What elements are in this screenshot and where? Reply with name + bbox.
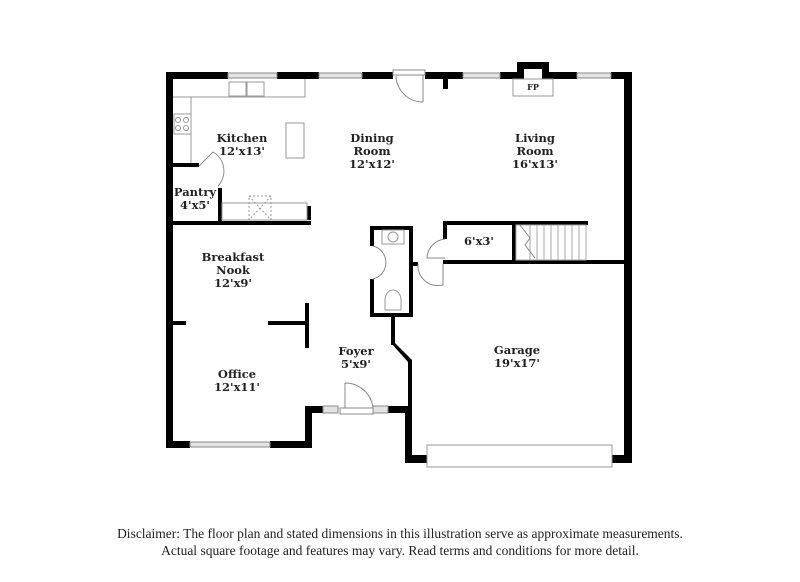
disclaimer-line-1: Disclaimer: The floor plan and stated di… (117, 526, 683, 541)
staircase (515, 224, 587, 261)
room-label-office: Office 12'x11' (214, 368, 260, 394)
fireplace (512, 78, 554, 97)
disclaimer: Disclaimer: The floor plan and stated di… (0, 525, 800, 559)
room-label-pantry: Pantry 4'x5' (174, 186, 216, 212)
room-label-breakfast-nook: Breakfast Nook 12'x9' (202, 251, 265, 290)
room-name: Kitchen (216, 131, 268, 145)
room-name: Pantry (173, 185, 217, 199)
exterior-walls (166, 62, 632, 463)
room-label-foyer: Foyer 5'x9' (338, 345, 373, 371)
room-dimensions: 12'x12' (349, 157, 395, 171)
room-name-line-1: Living (515, 131, 555, 145)
room-dimensions: 12'x9' (214, 276, 252, 290)
room-label-living-room: Living Room 16'x13' (512, 132, 558, 171)
interior-walls (173, 163, 625, 410)
room-dimensions: 5'x9' (341, 357, 371, 371)
doors (198, 69, 446, 415)
room-name: Garage (493, 343, 541, 357)
room-dimensions: 12'x11' (214, 380, 260, 394)
windows (189, 72, 612, 448)
room-label-kitchen: Kitchen 12'x13' (217, 132, 268, 158)
room-dimensions: 4'x5' (180, 198, 210, 212)
room-dimensions: 16'x13' (512, 157, 558, 171)
kitchen-fixtures (173, 79, 308, 221)
room-label-garage: Garage 19'x17' (494, 344, 540, 370)
room-label-dining-room: Dining Room 12'x12' (349, 132, 395, 171)
room-name-line-1: Dining (350, 131, 394, 145)
disclaimer-line-2: Actual square footage and features may v… (161, 543, 639, 558)
room-dimensions: 6'x3' (464, 234, 494, 248)
room-name-line-1: Breakfast (201, 250, 265, 264)
room-name-line-2: Nook (216, 263, 250, 277)
room-name-line-2: Room (353, 144, 391, 158)
room-name-line-2: Room (516, 144, 554, 158)
room-label-closet: 6'x3' (464, 235, 494, 248)
room-dimensions: 19'x17' (494, 356, 540, 370)
room-name: Foyer (338, 344, 374, 358)
powder-room-fixtures (381, 229, 405, 311)
room-name: Office (217, 367, 257, 381)
room-dimensions: 12'x13' (219, 144, 265, 158)
garage-door (426, 444, 613, 468)
fireplace-label: FP (527, 82, 539, 92)
